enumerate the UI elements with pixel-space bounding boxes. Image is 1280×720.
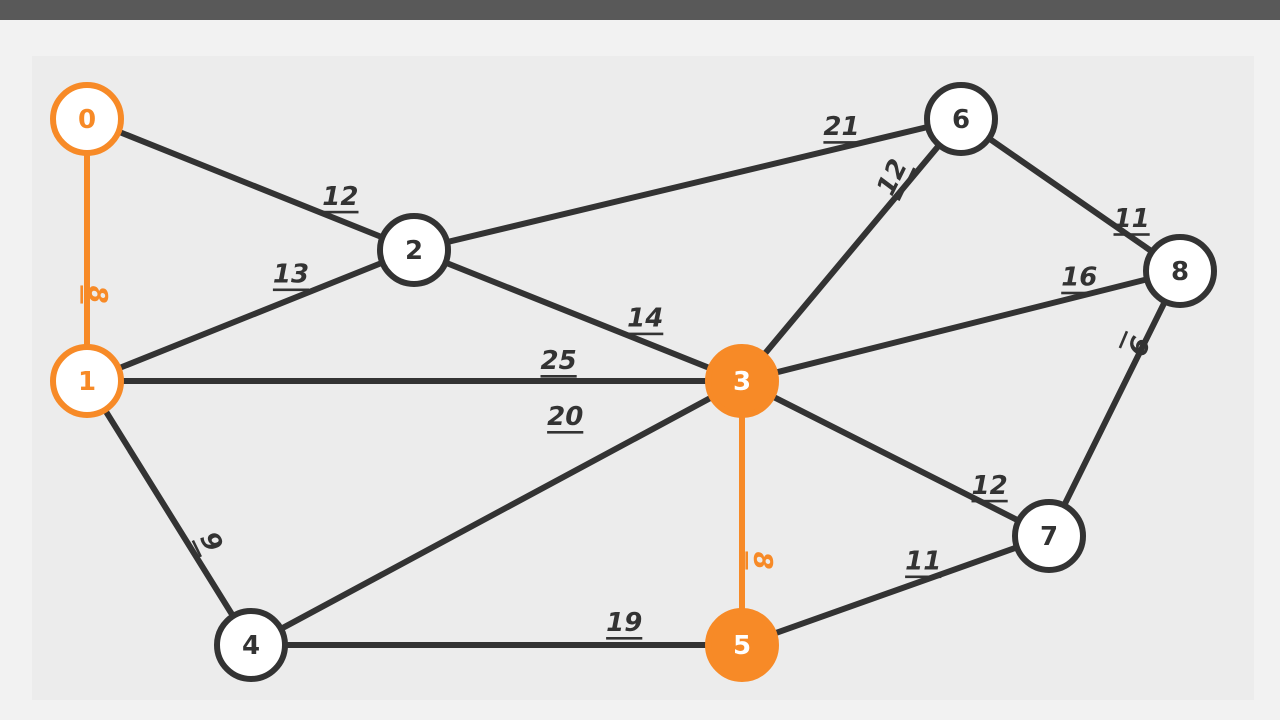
edge-1-2[interactable] (84, 247, 417, 384)
edge-7-8[interactable] (1046, 268, 1183, 539)
edge-2-6[interactable] (411, 116, 964, 253)
edge-weight-label: 12 (322, 182, 358, 212)
node-circle[interactable] (214, 608, 288, 682)
node-label: 4 (242, 631, 260, 661)
edge-weight-label: 12 (972, 471, 1008, 501)
node-4[interactable]: 4 (214, 608, 288, 682)
edge-1-4[interactable] (84, 378, 254, 648)
edge-weight-label: 19 (606, 608, 642, 638)
edge-weight-label: 8 (747, 551, 777, 569)
node-label: 0 (78, 105, 96, 135)
node-label: 7 (1040, 522, 1058, 552)
node-7[interactable]: 7 (1012, 499, 1086, 573)
edge-5-7[interactable] (739, 533, 1052, 648)
node-circle[interactable] (377, 213, 451, 287)
edge-weight-label: 25 (541, 346, 577, 376)
node-5[interactable]: 5 (705, 608, 779, 682)
node-circle[interactable] (1012, 499, 1086, 573)
node-0[interactable]: 0 (50, 82, 124, 156)
node-label: 5 (733, 631, 751, 661)
edge-weight-label: 11 (905, 547, 941, 577)
edge-3-7[interactable] (739, 378, 1052, 539)
node-8[interactable]: 8 (1143, 234, 1217, 308)
edge-weight-label: 8 (82, 285, 112, 303)
edge-weight-label: 12 (871, 155, 914, 201)
node-label: 1 (78, 367, 96, 397)
edge-3-8[interactable] (739, 268, 1183, 384)
node-label: 3 (733, 367, 751, 397)
node-2[interactable]: 2 (377, 213, 451, 287)
node-6[interactable]: 6 (924, 82, 998, 156)
node-label: 2 (405, 236, 423, 266)
node-circle[interactable] (50, 344, 124, 418)
edge-weight-label: 21 (823, 112, 859, 142)
edge-weight-label: 14 (627, 304, 663, 334)
node-label: 6 (952, 105, 970, 135)
edge-weight-label: 11 (1114, 204, 1150, 234)
edge-6-8[interactable] (958, 116, 1183, 274)
node-3[interactable]: 3 (705, 344, 779, 418)
node-label: 8 (1171, 257, 1189, 287)
edge-0-2[interactable] (84, 116, 417, 253)
edge-3-6[interactable] (739, 116, 964, 384)
node-circle[interactable] (1143, 234, 1217, 308)
edge-weight-label: 20 (547, 402, 583, 432)
edge-weight-label: 16 (1061, 263, 1097, 293)
edge-weight-label: 13 (273, 260, 309, 290)
top-bar (0, 0, 1280, 20)
node-circle[interactable] (924, 82, 998, 156)
edge-weight-label: 9 (193, 527, 228, 556)
node-circle[interactable] (50, 82, 124, 156)
edge-3-4[interactable] (248, 378, 745, 648)
edge-2-3[interactable] (411, 247, 745, 384)
node-1[interactable]: 1 (50, 344, 124, 418)
node-circle[interactable] (705, 344, 779, 418)
node-circle[interactable] (705, 608, 779, 682)
